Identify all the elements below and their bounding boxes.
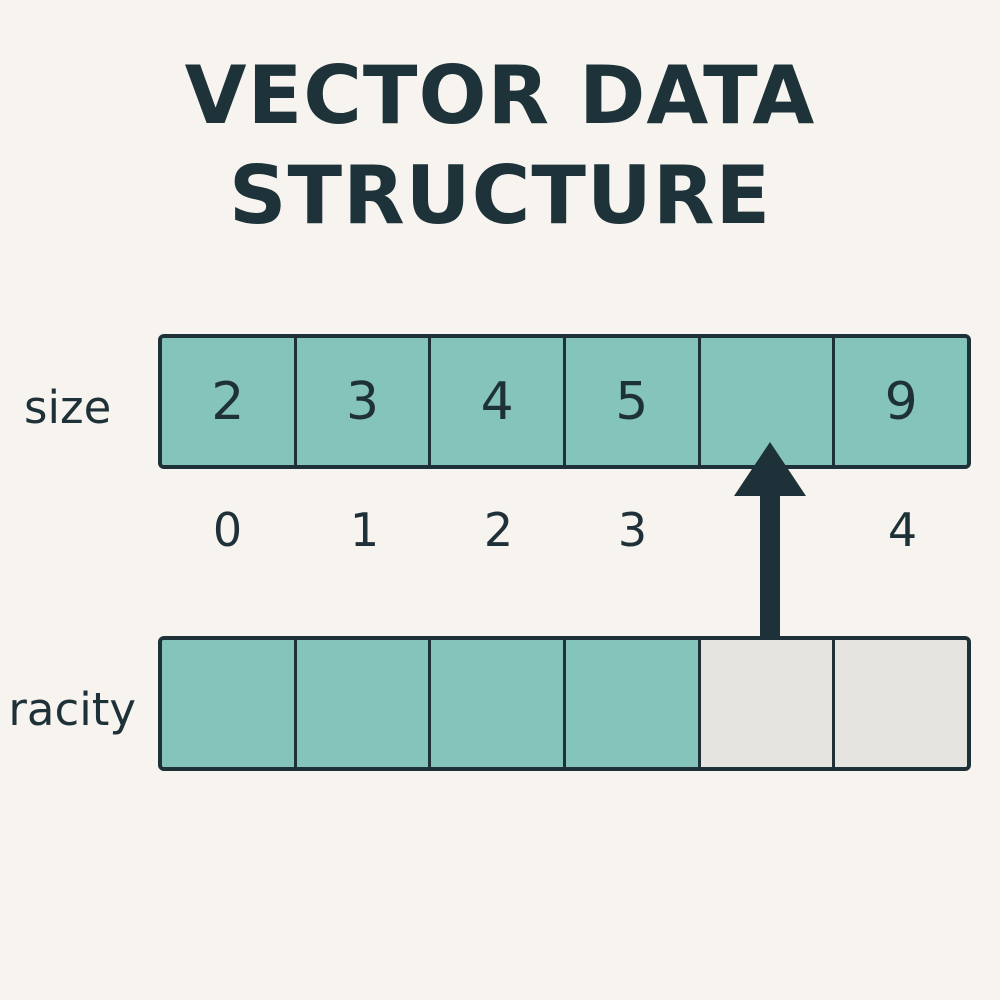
capacity-cell-6 [835, 640, 967, 767]
size-cell-6: 9 [835, 338, 967, 465]
title-line-2: STRUCTURE [228, 149, 772, 242]
size-cell-1: 2 [162, 338, 297, 465]
capacity-cell-5 [700, 640, 836, 767]
size-cell-5 [700, 338, 836, 465]
capacity-cell-4 [566, 640, 701, 767]
size-array: 2 3 4 5 9 [158, 334, 971, 469]
size-label: size [24, 381, 112, 434]
index-label-1: 1 [349, 503, 380, 557]
capacity-label: racity [8, 683, 136, 736]
index-label-3: 3 [617, 503, 648, 557]
capacity-array [158, 636, 971, 771]
diagram-title: VECTOR DATA STRUCTURE [0, 46, 1000, 246]
size-cell-3: 4 [431, 338, 567, 465]
capacity-cell-1 [162, 640, 297, 767]
capacity-cell-3 [431, 640, 567, 767]
title-line-1: VECTOR DATA [184, 49, 816, 142]
up-arrow-icon [734, 442, 806, 638]
size-cell-2: 3 [296, 338, 432, 465]
size-cell-4: 5 [566, 338, 701, 465]
index-label-2: 2 [483, 503, 514, 557]
index-label-4: 4 [887, 503, 918, 557]
index-label-0: 0 [212, 503, 243, 557]
arrow-head [734, 442, 806, 496]
capacity-cell-2 [296, 640, 432, 767]
arrow-shaft [760, 492, 780, 638]
